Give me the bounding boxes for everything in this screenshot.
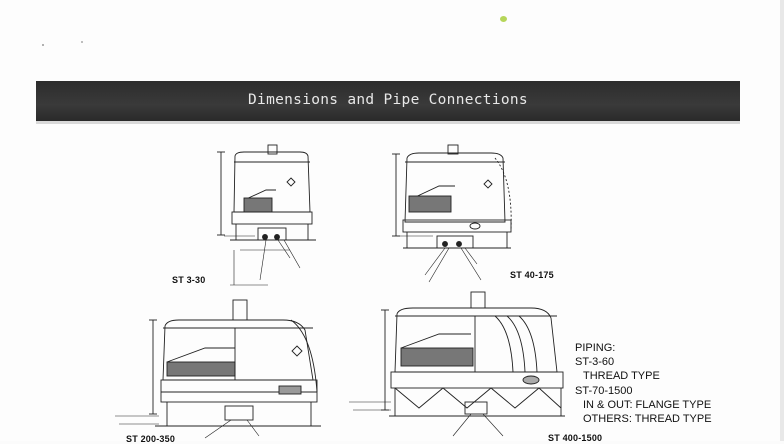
drawing-st-3-30 xyxy=(180,140,340,290)
piping-notes: PIPING: ST-3-60 THREAD TYPE ST-70-1500 I… xyxy=(575,341,712,426)
scan-speck xyxy=(81,41,83,43)
piping-line: IN & OUT: FLANGE TYPE xyxy=(583,398,712,411)
piping-line: THREAD TYPE xyxy=(583,370,660,383)
piping-line: ST-3-60 xyxy=(575,356,615,369)
scan-speck xyxy=(42,44,44,46)
piping-line: ST-70-1500 xyxy=(575,384,633,397)
model-label: ST 200-350 xyxy=(126,434,176,444)
model-label: ST 400-1500 xyxy=(548,433,603,443)
model-label: ST 3-30 xyxy=(172,275,206,285)
section-header: Dimensions and Pipe Connections xyxy=(36,81,740,121)
piping-heading: PIPING: xyxy=(575,342,616,354)
drawing-st-400-1500 xyxy=(335,286,575,441)
drawing-st-40-175 xyxy=(345,140,525,290)
piping-line: OTHERS: THREAD TYPE xyxy=(583,413,712,426)
section-title: Dimensions and Pipe Connections xyxy=(248,92,528,108)
scan-speck xyxy=(500,16,507,22)
page-edge xyxy=(780,0,784,441)
model-label: ST 40-175 xyxy=(510,270,554,280)
drawing-st-200-350 xyxy=(95,296,335,441)
